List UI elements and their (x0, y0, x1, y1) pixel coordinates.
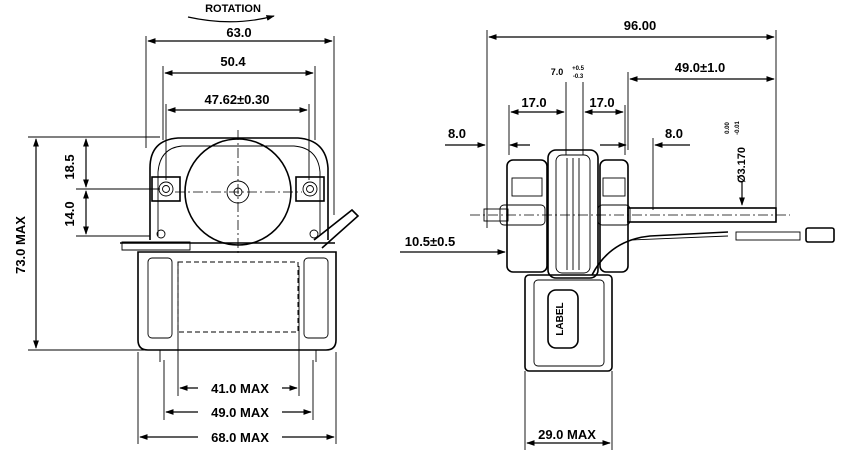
dim-shaft-width: 7.0 (551, 67, 564, 77)
dim-upper-height: 18.5 (62, 154, 77, 179)
dim-right-span: 17.0 (589, 95, 614, 110)
dim-left-offset: 8.0 (448, 126, 466, 141)
dim-shaft-dia-tol-lower: -0.01 (735, 121, 741, 135)
motor-shaft (627, 207, 777, 223)
dim-overall-width: 63.0 (226, 25, 251, 40)
dim-shaft-tol-upper: +0.5 (572, 66, 585, 72)
side-lead-wire (591, 231, 729, 276)
dim-coil-outer: 68.0 MAX (211, 430, 269, 445)
lead-wire (313, 208, 360, 249)
rotation-label: ROTATION (205, 3, 261, 15)
motor-frame (149, 137, 329, 240)
label-box (547, 289, 579, 349)
coil-assembly (137, 251, 337, 351)
dim-coil-mid: 49.0 MAX (211, 405, 269, 420)
dim-left-span: 17.0 (521, 95, 546, 110)
mount-tab-left (151, 176, 181, 202)
rotation-arrow-icon (187, 15, 275, 23)
side-body-left (506, 159, 548, 273)
dim-lower-height: 14.0 (62, 201, 77, 226)
dim-total-height: 73.0 MAX (13, 216, 28, 274)
dim-total-length: 96.00 (624, 18, 657, 33)
dim-right-offset: 8.0 (665, 126, 683, 141)
dim-hole-spacing: 47.62±0.30 (205, 92, 270, 107)
mount-tab-right (295, 176, 325, 202)
dim-shaft-length: 49.0±1.0 (675, 60, 726, 75)
side-view: 96.00 7.0 +0.5 -0.3 49.0±1.0 17.0 17.0 8… (400, 18, 835, 450)
dim-mount-width: 50.4 (220, 54, 246, 69)
wire-terminal (805, 227, 835, 243)
label-text: LABEL (555, 302, 566, 335)
front-view: ROTATION 63.0 50.4 47.62±0.30 73.0 MAX 1… (13, 3, 360, 445)
side-coil-block (524, 274, 613, 372)
dim-coil-width: 29.0 MAX (538, 427, 596, 442)
dim-shaft-tol-lower: -0.3 (573, 74, 584, 80)
dim-axis-height: 10.5±0.5 (405, 234, 456, 249)
dim-shaft-dia: Ø3.170 (736, 147, 748, 183)
side-body-right (599, 159, 629, 273)
dim-shaft-dia-tol-upper: 0.00 (725, 122, 731, 134)
dim-coil-inner: 41.0 MAX (211, 381, 269, 396)
